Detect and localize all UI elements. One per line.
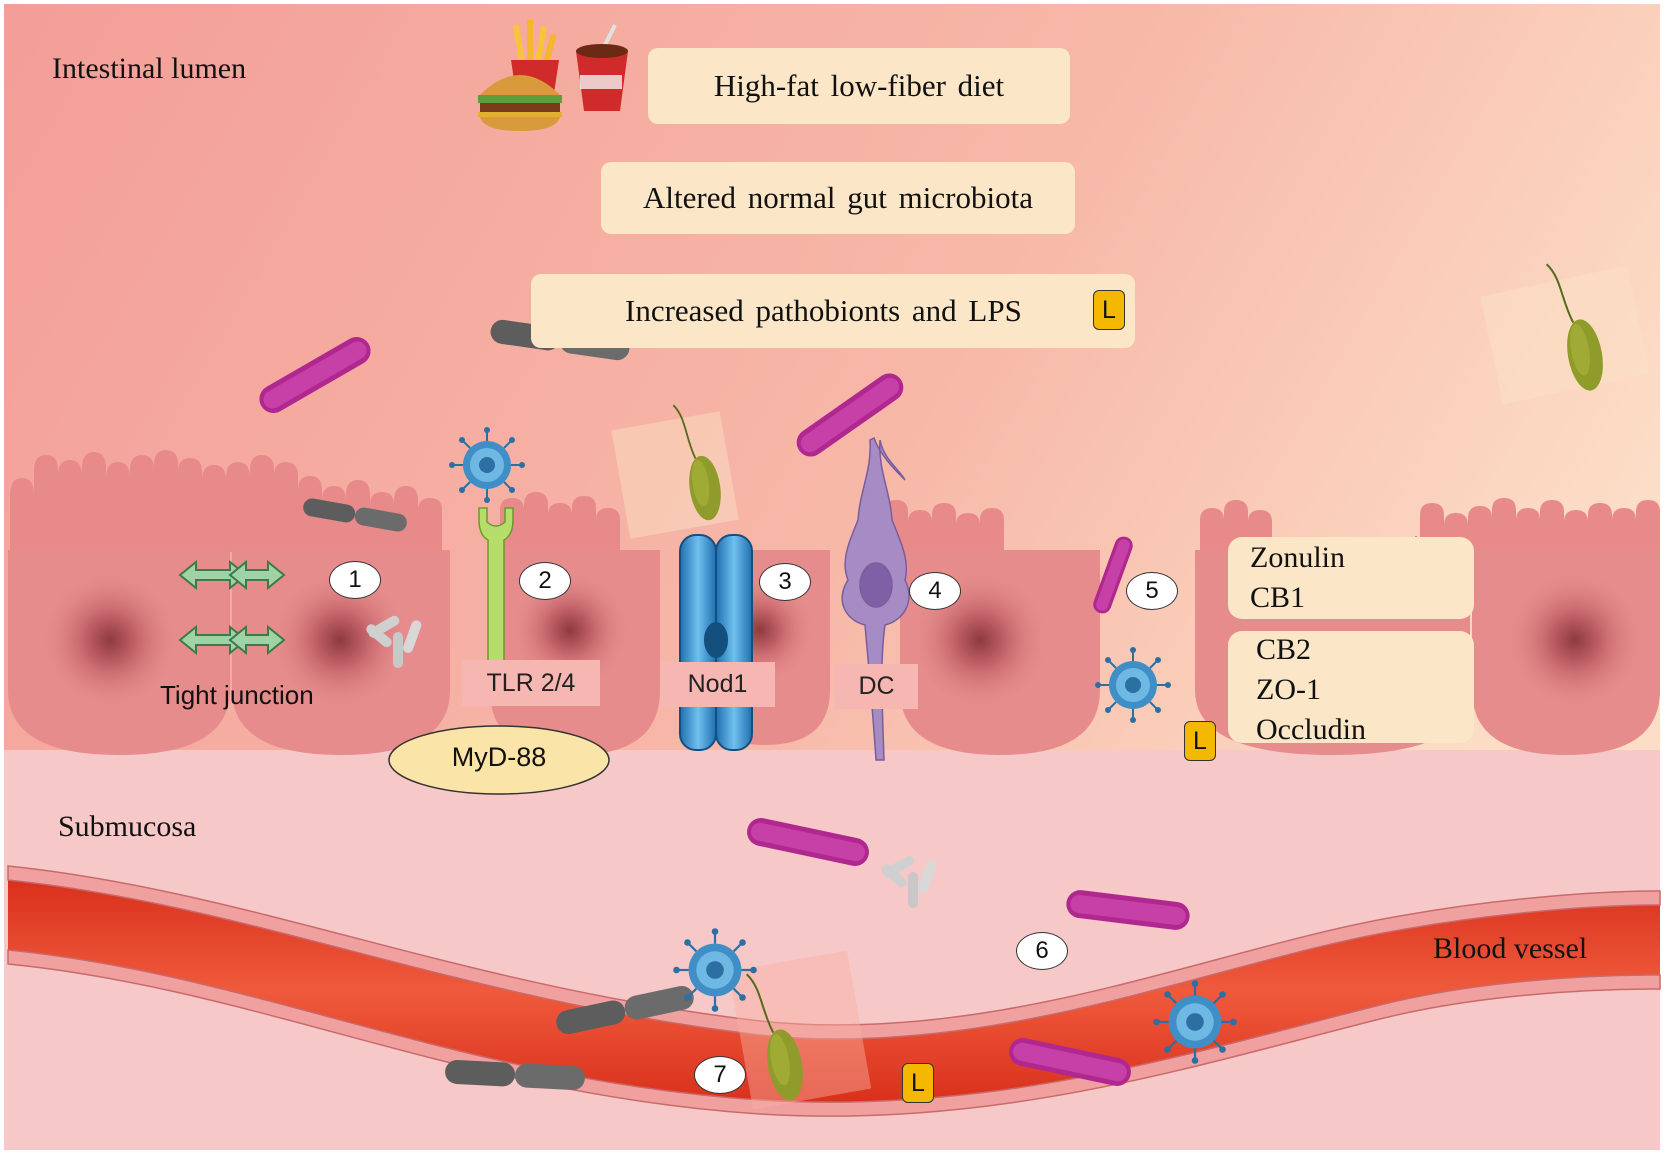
step-badge-4: 4 bbox=[909, 572, 961, 610]
region-label-lumen: Intestinal lumen bbox=[52, 52, 247, 85]
marker-cb1: CB1 bbox=[1250, 581, 1306, 614]
fast-food-icon bbox=[478, 20, 628, 131]
step-badge-1: 1 bbox=[329, 561, 381, 599]
markers-down-box: CB2 ZO-1 Occludin bbox=[1228, 631, 1474, 746]
lps-badge: L bbox=[1093, 290, 1125, 330]
tight-junction-icon bbox=[178, 559, 286, 656]
step-badge-6: 6 bbox=[1016, 932, 1068, 970]
region-label-blood-vessel: Blood vessel bbox=[1433, 932, 1588, 965]
cascade-microbiota: Altered normal gut microbiota bbox=[601, 162, 1075, 234]
region-label-submucosa: Submucosa bbox=[58, 810, 197, 843]
dendritic-cell-icon bbox=[841, 436, 910, 761]
nod1-receptor-icon bbox=[679, 534, 753, 751]
label-tight-junction: Tight junction bbox=[160, 680, 314, 710]
lps-badge: L bbox=[902, 1063, 934, 1103]
label-nod1: Nod1 bbox=[660, 662, 775, 707]
step-badge-3: 3 bbox=[759, 563, 811, 601]
myd88-ellipse bbox=[388, 725, 610, 795]
step-badge-2: 2 bbox=[519, 562, 571, 600]
step-badge-7: 7 bbox=[694, 1056, 746, 1094]
label-tlr: TLR 2/4 bbox=[462, 660, 600, 706]
step-badge-5: 5 bbox=[1126, 572, 1178, 610]
label-myd88: MyD-88 bbox=[451, 742, 547, 772]
marker-zo1: ZO-1 bbox=[1256, 673, 1321, 706]
lps-badge: L bbox=[1184, 721, 1216, 761]
label-dc: DC bbox=[835, 664, 918, 709]
cascade-diet: High-fat low-fiber diet bbox=[648, 48, 1070, 124]
cascade-pathobionts: Increased pathobionts and LPS bbox=[531, 274, 1135, 348]
marker-zonulin: Zonulin bbox=[1250, 541, 1345, 574]
marker-occludin: Occludin bbox=[1256, 713, 1366, 746]
tlr-receptor-icon bbox=[478, 507, 514, 701]
markers-up-box: Zonulin CB1 bbox=[1228, 537, 1474, 619]
marker-cb2: CB2 bbox=[1256, 633, 1312, 666]
